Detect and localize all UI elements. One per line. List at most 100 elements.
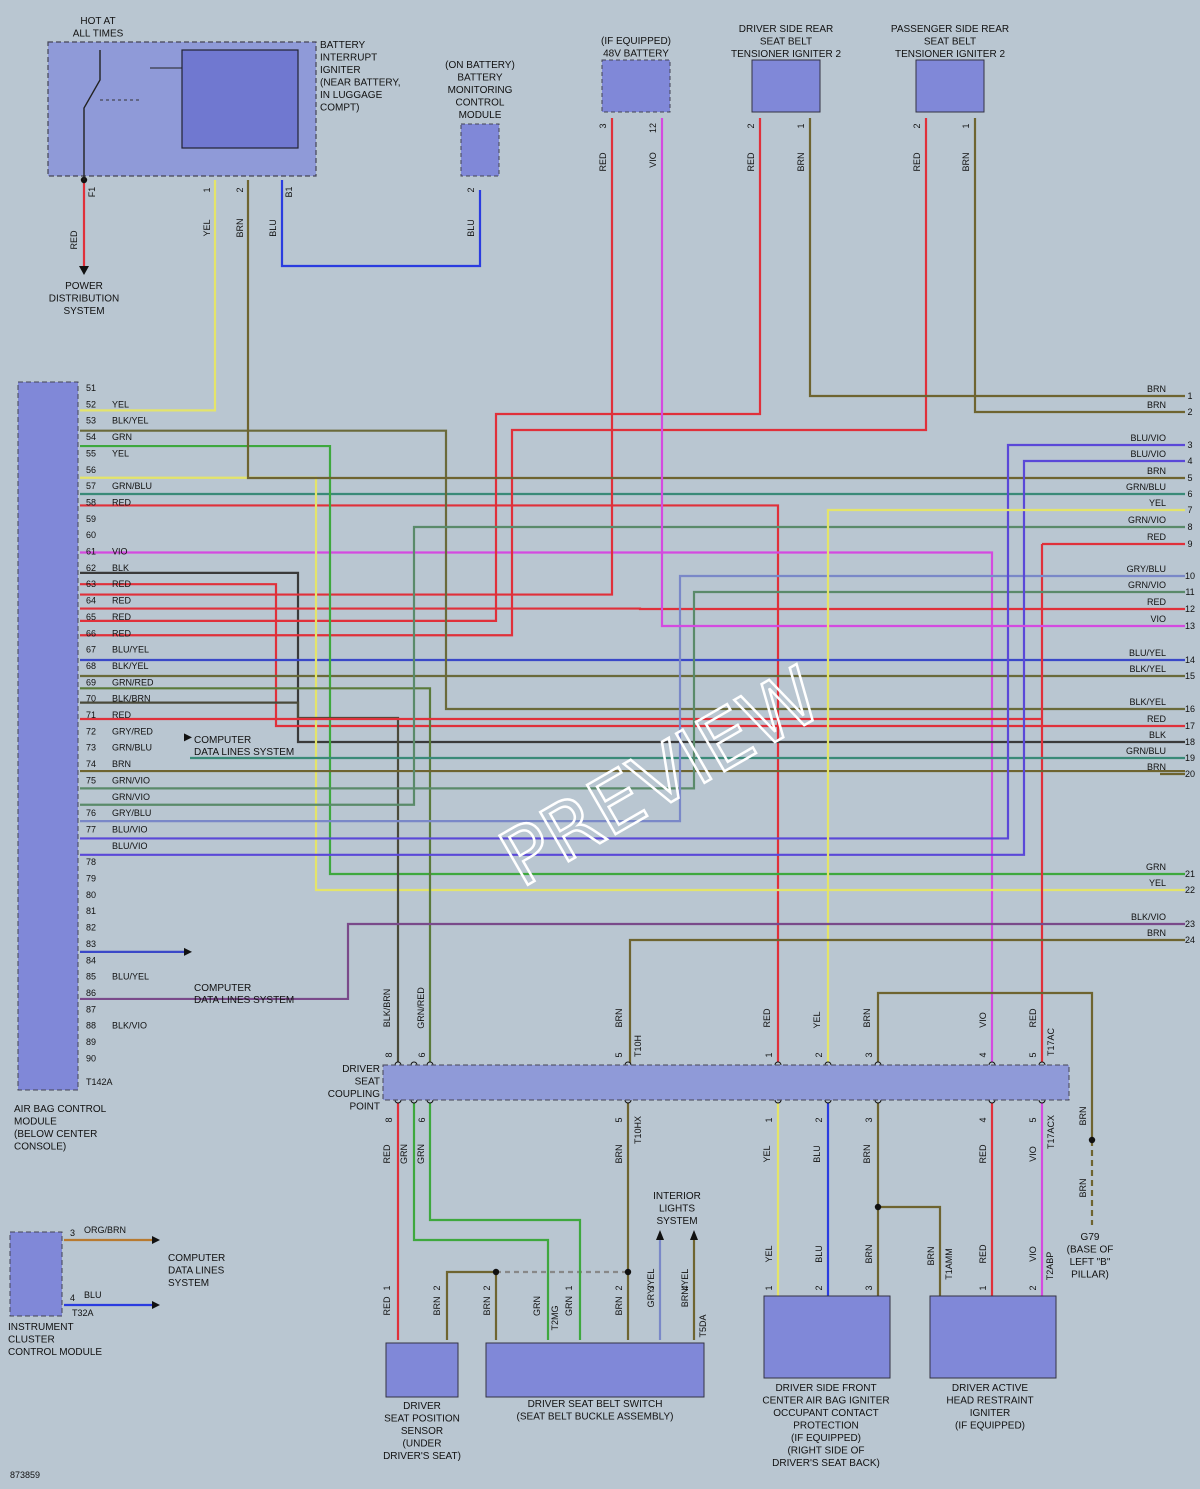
wires-layer [64, 118, 1185, 1340]
pin-number: 1 [382, 1285, 392, 1290]
wire-label: BLK/BRN [382, 989, 392, 1028]
wire-label: BRN [926, 1246, 936, 1265]
pin-color: BLU/YEL [112, 645, 149, 655]
pin-number: 2 [814, 1285, 824, 1290]
coupling-point-label: SEAT [355, 1077, 380, 1088]
wire-label: GRN [399, 1144, 409, 1164]
power-distribution-label: POWER [65, 281, 103, 292]
data-lines-label-3: SYSTEM [168, 1278, 209, 1289]
connector-t10hx: T10HX [633, 1116, 643, 1144]
pin-color: BLK/BRN [112, 694, 151, 704]
data-lines-label-2: DATA LINES SYSTEM [194, 995, 294, 1006]
right-terminal-number: 13 [1185, 621, 1195, 631]
pin-number: 79 [86, 874, 96, 884]
coupling-point-box [382, 1064, 1070, 1101]
head-restraint-label: HEAD RESTRAINT [946, 1396, 1033, 1407]
wire-label: BRN [614, 1144, 624, 1163]
wire-label: BLU [812, 1145, 822, 1163]
right-terminal-number: 17 [1185, 721, 1195, 731]
right-terminal-color: RED [1147, 597, 1167, 607]
pin-number: 1 [796, 123, 806, 128]
wire-label: YEL [764, 1245, 774, 1262]
right-terminal-number: 8 [1187, 522, 1192, 532]
driver-rear-tensioner-box [751, 59, 821, 113]
pin-number: 2 [814, 1052, 824, 1057]
pin-number: 8 [384, 1052, 394, 1057]
wire-label: RED [746, 152, 756, 172]
right-terminal-color: BRN [1147, 384, 1166, 394]
right-terminal-color: BRN [1147, 400, 1166, 410]
pin-color: BLU/VIO [112, 824, 148, 834]
interior-lights-label: SYSTEM [656, 1216, 697, 1227]
driver-rear-tensioner-label: SEAT BELT [760, 37, 812, 48]
wire-label: BRN [862, 1008, 872, 1027]
wire-seat-sensor-brn [445, 1270, 496, 1340]
right-terminal-color: GRN [1146, 862, 1166, 872]
pin-number: 6 [417, 1052, 427, 1057]
driver-rear-tensioner-label: DRIVER SIDE REAR [739, 24, 833, 35]
pin-number: 58 [86, 497, 96, 507]
cluster-pin-color: BLU [84, 1290, 102, 1300]
right-terminal-color: BLK/YEL [1129, 664, 1166, 674]
cluster-pin-number: 3 [70, 1228, 75, 1238]
pin-number: 63 [86, 579, 96, 589]
right-terminal-color: RED [1147, 714, 1167, 724]
splice-dot [874, 1203, 882, 1211]
pin-number: 3 [864, 1052, 874, 1057]
battery-monitor-label: MONITORING [448, 85, 513, 96]
wire-pin88-blk-vio [80, 922, 1185, 1001]
pin-number: 65 [86, 612, 96, 622]
wire-label: RED [912, 152, 922, 172]
connector-t1amm: T1AMM [944, 1248, 954, 1280]
pin-number: 54 [86, 432, 96, 442]
pin-number: 80 [86, 890, 96, 900]
pin-number: 75 [86, 775, 96, 785]
wire-label: BRN [614, 1296, 624, 1315]
pin-number: 8 [384, 1117, 394, 1122]
pin-color: YEL [112, 399, 129, 409]
right-terminal-number: 3 [1187, 440, 1192, 450]
pin-number: 3 [646, 1285, 656, 1290]
connector-f1: F1 [87, 187, 97, 198]
right-terminal-color: BLK [1149, 730, 1166, 740]
pin-number: 83 [86, 939, 96, 949]
wire-label: GRN/RED [416, 987, 426, 1029]
wire-label: BLU [814, 1245, 824, 1263]
battery-interrupt-label: IGNITER [320, 65, 361, 76]
pin-number: 2 [746, 123, 756, 128]
right-terminal-number: 4 [1187, 456, 1192, 466]
pin-color: GRN/VIO [112, 792, 150, 802]
cluster-label: CLUSTER [8, 1335, 55, 1346]
ground-label: PILLAR) [1071, 1270, 1109, 1281]
pin-number: 57 [86, 481, 96, 491]
seat-sensor-label: SEAT POSITION [384, 1414, 460, 1425]
cluster-pin-color: ORG/BRN [84, 1225, 126, 1235]
seat-sensor-label: (UNDER [403, 1439, 442, 1450]
right-terminal-number: 18 [1185, 737, 1195, 747]
ground-label: LEFT "B" [1070, 1257, 1111, 1268]
battery-48v-box [601, 59, 671, 113]
pin-number: 81 [86, 906, 96, 916]
pin-number: 6 [417, 1117, 427, 1122]
wire-label: BRN [796, 152, 806, 171]
coupling-point-label: DRIVER [342, 1064, 380, 1075]
right-terminal-color: BRN [1147, 466, 1166, 476]
pin-number: 52 [86, 399, 96, 409]
front-airbag-label: OCCUPANT CONTACT [773, 1408, 879, 1419]
pin-color: GRY/RED [112, 726, 153, 736]
pin-number: 86 [86, 988, 96, 998]
pin-number: 12 [648, 123, 658, 133]
pin-number: 72 [86, 726, 96, 736]
wire-pin52-yel [80, 180, 217, 412]
wire-label: BRN [432, 1296, 442, 1315]
data-lines-arrow-1 [184, 733, 192, 742]
right-terminal-color: RED [1147, 532, 1167, 542]
pin-number: 73 [86, 743, 96, 753]
right-terminal-number: 21 [1185, 869, 1195, 879]
right-terminal-color: VIO [1150, 614, 1166, 624]
wire-pin75-grn-vio [80, 590, 1185, 790]
splice-dot [1088, 1136, 1096, 1144]
airbag-module-label: MODULE [14, 1117, 57, 1128]
wire-b1-blu [280, 180, 482, 268]
battery-interrupt-label: COMPT) [320, 103, 359, 114]
